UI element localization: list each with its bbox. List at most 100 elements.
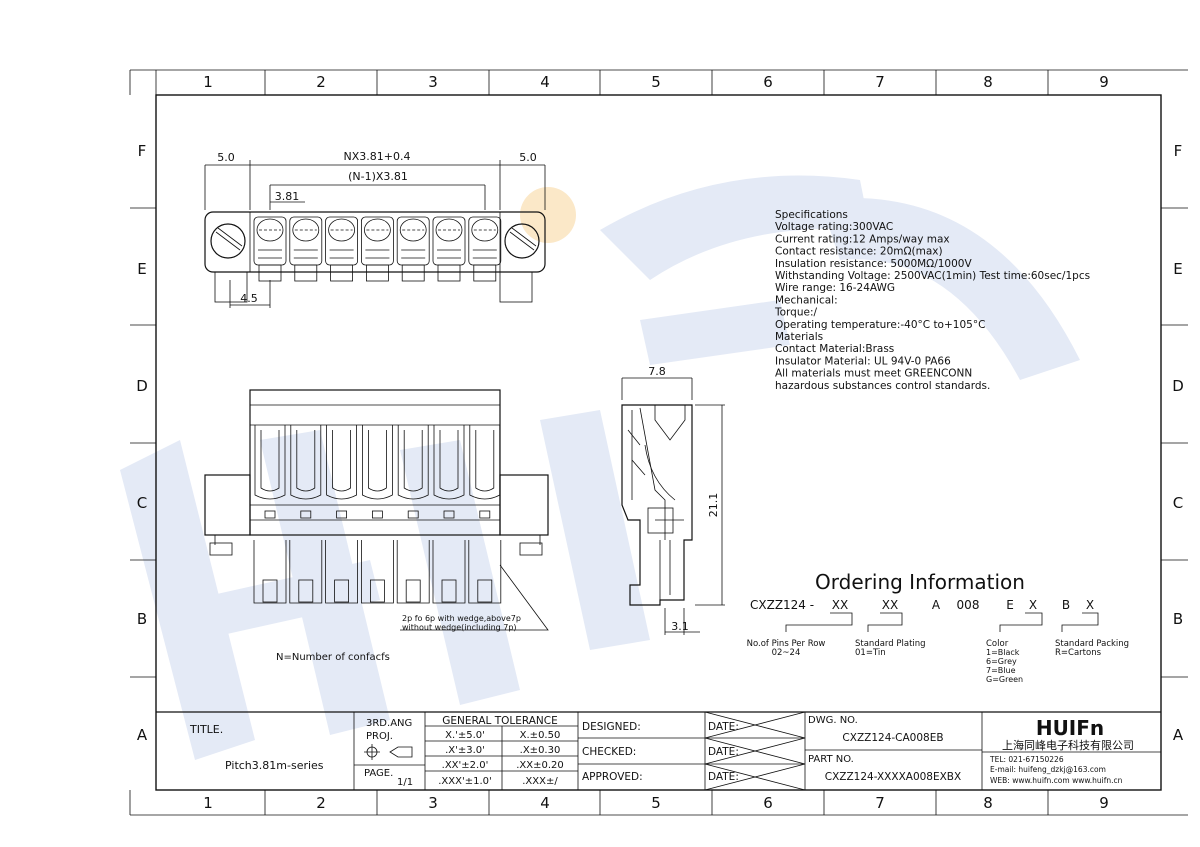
dim-left: 5.0 <box>217 151 235 164</box>
code-b: B <box>1062 598 1070 612</box>
part-value: CXZZ124-XXXXA008EXBX <box>825 771 961 783</box>
dwg-value: CXZZ124-CA008EB <box>842 732 943 744</box>
tolerance-linear: .XXX±/ <box>522 776 558 787</box>
tolerance-linear: .XX±0.20 <box>516 760 564 771</box>
col-label-top: 3 <box>428 73 438 91</box>
front-view: 2p fo 6p with wedge,above7p without wedg… <box>204 389 549 663</box>
pin-cell-top <box>289 216 323 282</box>
dim-height: 21.1 <box>707 493 720 518</box>
row-label-right: A <box>1173 726 1184 744</box>
part-label: PART NO. <box>808 754 854 765</box>
outer-frame <box>129 69 1188 816</box>
row-label-right: C <box>1173 494 1183 512</box>
tolerance-linear: X.±0.50 <box>520 730 561 741</box>
spec-line: Current rating:12 Amps/way max <box>775 233 950 245</box>
color-option: 1=Black <box>986 648 1020 657</box>
dim-width: 7.8 <box>648 365 666 378</box>
wedge-note-2: without wedge(including 7p) <box>402 623 517 632</box>
checked-label: CHECKED: <box>582 746 636 758</box>
top-view: NX3.81+0.4 (N-1)X3.81 5.0 5.0 3.81 4.5 <box>204 150 546 308</box>
col-label-bottom: 6 <box>763 794 773 812</box>
grid-ticks <box>130 70 1188 815</box>
pin-cell-front <box>289 425 323 604</box>
pin-cell-front <box>325 425 358 604</box>
plating-label-2: 01=Tin <box>855 648 886 658</box>
date-label: DATE: <box>708 746 739 758</box>
dim-bottom: 4.5 <box>240 292 258 305</box>
row-label-left: B <box>137 610 147 628</box>
col-label-top: 6 <box>763 73 773 91</box>
pin-cell-front <box>396 425 430 604</box>
side-view: 7.8 21.1 3.1 <box>621 365 725 635</box>
proj-label-2: PROJ. <box>366 731 393 742</box>
pin-cell-front <box>432 425 466 604</box>
packing-label-1: Standard Packing <box>1055 639 1129 649</box>
code-e: E <box>1006 598 1014 612</box>
packing-label-2: R=Cartons <box>1055 648 1102 658</box>
col-label-bottom: 8 <box>983 794 993 812</box>
col-label-top: 9 <box>1099 73 1109 91</box>
pin-cell-front <box>361 425 394 604</box>
designed-label: DESIGNED: <box>582 721 641 733</box>
code-a: A <box>932 598 941 612</box>
row-label-left: C <box>137 494 147 512</box>
tolerance-angle: .X'±3.0' <box>445 745 485 756</box>
col-label-bottom: 7 <box>875 794 885 812</box>
tolerance-linear: .X±0.30 <box>520 745 561 756</box>
ordering-information: Ordering Information CXZZ124 - XX XX A 0… <box>747 570 1129 684</box>
spec-line: Voltage rating:300VAC <box>775 221 893 233</box>
pin-cell-front <box>468 425 502 604</box>
wedge-note-1: 2p fo 6p with wedge,above7p <box>402 614 521 623</box>
tolerance-angle: X.'±5.0' <box>445 730 485 741</box>
ordering-title: Ordering Information <box>815 570 1025 594</box>
pin-cell-top <box>432 216 466 282</box>
code-packing: X <box>1086 598 1094 612</box>
title-value: Pitch3.81m-series <box>225 759 324 772</box>
title-block: TITLE. Pitch3.81m-series 3RD.ANG PROJ. P… <box>156 711 1161 791</box>
pins-label-1: No.of Pins Per Row <box>747 639 826 649</box>
projection-symbol-icon <box>364 744 413 760</box>
color-option: 7=Blue <box>986 666 1016 675</box>
approved-label: APPROVED: <box>582 771 643 783</box>
code-pins: XX <box>832 598 848 612</box>
company-name: 上海同峰电子科技有限公司 <box>1002 738 1134 752</box>
color-label: Color <box>986 639 1009 649</box>
spec-line: Materials <box>775 331 823 343</box>
row-label-right: B <box>1173 610 1183 628</box>
dim-pitch: 3.81 <box>275 190 300 203</box>
spec-line: All materials must meet GREENCONN <box>775 368 972 380</box>
row-label-right: D <box>1172 377 1184 395</box>
color-option: G=Green <box>986 675 1023 684</box>
page-value: 1/1 <box>397 777 413 788</box>
code-plating: XX <box>882 598 898 612</box>
col-label-bottom: 3 <box>428 794 438 812</box>
col-label-bottom: 5 <box>651 794 661 812</box>
spec-line: Contact Material:Brass <box>775 343 894 355</box>
page-label: PAGE. <box>364 768 393 779</box>
spec-line: Contact resistance: 20mΩ(max) <box>775 246 943 258</box>
code-color: X <box>1029 598 1037 612</box>
spec-line: Wire range: 16-24AWG <box>775 282 895 294</box>
spec-line: Insulator Material: UL 94V-0 PA66 <box>775 355 951 367</box>
spec-line: hazardous substances control standards. <box>775 380 990 392</box>
dim-inner: (N-1)X3.81 <box>348 170 408 183</box>
pin-cell-top <box>325 216 359 282</box>
date-label: DATE: <box>708 721 739 733</box>
dwg-label: DWG. NO. <box>808 715 858 726</box>
col-label-top: 4 <box>540 73 550 91</box>
code-prefix: CXZZ124 - <box>750 598 814 612</box>
proj-label-1: 3RD.ANG <box>366 718 412 729</box>
col-label-bottom: 9 <box>1099 794 1109 812</box>
pin-cell-front <box>253 425 287 604</box>
tolerance-header: GENERAL TOLERANCE <box>442 715 558 727</box>
pin-cell-top <box>468 216 502 282</box>
col-label-top: 5 <box>651 73 661 91</box>
spec-line: Insulation resistance: 5000MΩ/1000V <box>775 258 972 270</box>
col-label-bottom: 4 <box>540 794 550 812</box>
dim-pin: 3.1 <box>671 620 689 633</box>
watermark <box>120 175 1080 760</box>
title-label: TITLE. <box>189 723 223 736</box>
dim-total: NX3.81+0.4 <box>344 150 411 163</box>
spec-line: Specifications <box>775 209 848 221</box>
